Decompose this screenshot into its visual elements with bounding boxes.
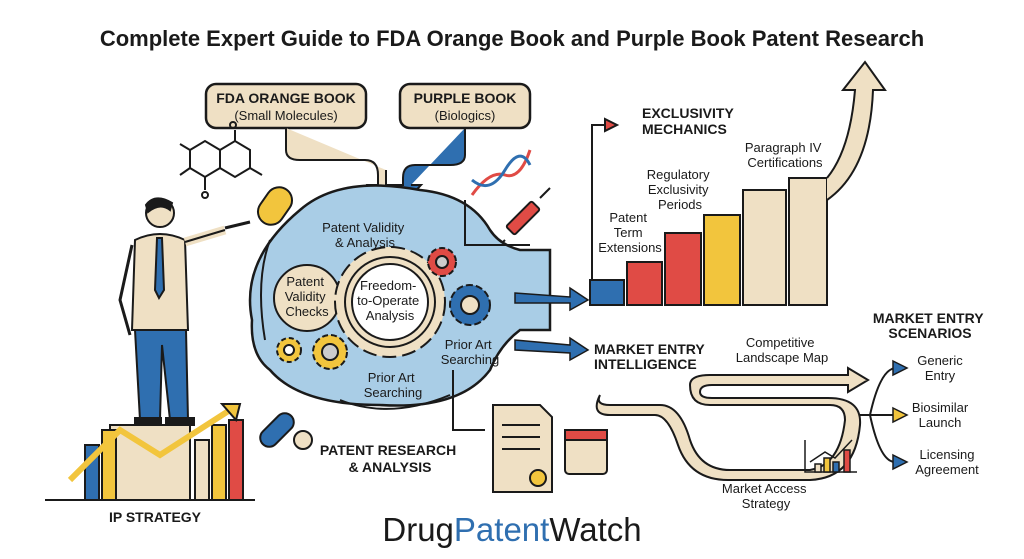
- ip-strategy-label: IP STRATEGY: [109, 509, 202, 525]
- certificate-icon: [493, 405, 552, 492]
- scenarios-title: MARKET ENTRY SCENARIOS: [873, 310, 987, 341]
- patent-term-extensions-label: Patent Term Extensions: [598, 210, 662, 255]
- svg-text:FDA ORANGE BOOK: FDA ORANGE BOOK: [216, 90, 355, 106]
- core-top-label: Patent Validity: [322, 220, 405, 235]
- market-intel-title: MARKET ENTRY INTELLIGENCE: [594, 341, 708, 372]
- molecule-icon: [180, 122, 262, 198]
- svg-text:Prior Art Searching: Prior Art Searching: [441, 337, 500, 367]
- bar: [743, 190, 786, 305]
- calendar-icon: [565, 430, 607, 474]
- core-right-label: Prior Art: [445, 337, 492, 352]
- scenario-label: Biosimilar: [912, 400, 969, 415]
- svg-text:GenericEntry: GenericEntry: [917, 353, 963, 383]
- competitive-landscape-label: Competitive Landscape Map: [736, 335, 829, 365]
- page-title: Complete Expert Guide to FDA Orange Book…: [100, 26, 924, 51]
- scenario-item: LicensingAgreement: [893, 447, 979, 477]
- arrow-to-market-intel: [515, 338, 588, 360]
- scenario-label: Entry: [925, 368, 956, 383]
- regulatory-exclusivity-label: Regulatory Exclusivity Periods: [647, 167, 714, 212]
- orange-book-box: FDA ORANGE BOOK (Small Molecules): [206, 84, 366, 128]
- bar: [704, 215, 740, 305]
- core-bottom-label: Prior Art: [368, 370, 415, 385]
- patent-research-title: PATENT RESEARCH & ANALYSIS: [320, 442, 460, 475]
- svg-text:Prior Art Searching: Prior Art Searching: [364, 370, 423, 400]
- arrowhead-icon: [893, 455, 907, 469]
- scenario-item: GenericEntry: [893, 353, 963, 383]
- scenario-label: Launch: [919, 415, 962, 430]
- arrowhead-icon: [893, 408, 907, 422]
- scenario-label: Agreement: [915, 462, 979, 477]
- bar: [590, 280, 624, 305]
- arrowhead-icon: [893, 361, 907, 375]
- pill-icon: [256, 409, 312, 450]
- bar: [627, 262, 662, 305]
- paragraph-iv-label: Paragraph IV Certifications: [745, 140, 825, 170]
- svg-text:LicensingAgreement: LicensingAgreement: [915, 447, 979, 477]
- svg-text:Freedom- to-Operate: Freedom- to-Operate Analysis: [357, 278, 423, 323]
- exclusivity-bar-chart: [590, 62, 885, 305]
- scenario-label: Licensing: [920, 447, 975, 462]
- svg-text:(Small Molecules): (Small Molecules): [234, 108, 337, 123]
- syringe-icon: [495, 188, 550, 250]
- svg-text:(Biologics): (Biologics): [435, 108, 496, 123]
- patent-validity-checks-circle: Patent Validity Checks: [274, 265, 340, 331]
- scenario-label: Generic: [917, 353, 963, 368]
- svg-text:BiosimilarLaunch: BiosimilarLaunch: [912, 400, 969, 430]
- svg-text:PURPLE BOOK: PURPLE BOOK: [414, 90, 517, 106]
- scenario-item: BiosimilarLaunch: [893, 400, 969, 430]
- bar: [665, 233, 701, 305]
- market-access-label: Market Access Strategy: [722, 481, 810, 511]
- dna-icon: [472, 150, 530, 195]
- svg-text:Patent Validity Ch: Patent Validity Checks: [285, 274, 330, 319]
- brand-logo: DrugPatentWatch: [382, 511, 641, 548]
- purple-book-box: PURPLE BOOK (Biologics): [400, 84, 530, 128]
- exclusivity-title: EXCLUSIVITY MECHANICS: [642, 105, 737, 137]
- bar: [789, 178, 827, 305]
